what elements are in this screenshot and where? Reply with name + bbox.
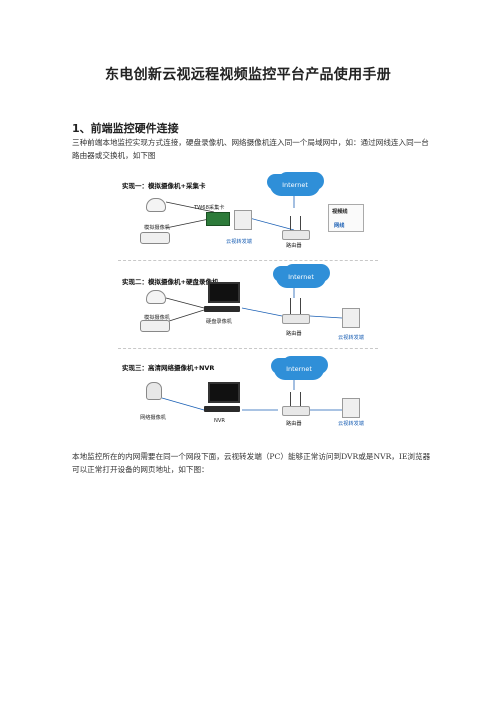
diagram-panel-1: 实现一：模拟摄像机+采集卡 Internet TW68采集卡 模拟摄像机 云视转… <box>118 172 378 252</box>
monitor-icon <box>208 282 240 303</box>
panel-divider <box>118 348 378 349</box>
router-antenna-icon <box>290 298 291 314</box>
camera-label: 模拟摄像机 <box>144 225 170 231</box>
bullet-camera-icon <box>140 232 170 244</box>
internet-cloud-icon: Internet <box>276 266 326 288</box>
section-heading: 1、前端监控硬件连接 <box>72 122 179 135</box>
router-label: 路由器 <box>286 421 302 427</box>
legend-video-label: 视频线 <box>332 209 348 215</box>
router-label: 路由器 <box>286 331 302 337</box>
panel-title: 实现一：模拟摄像机+采集卡 <box>122 182 206 190</box>
nvr-icon <box>204 406 240 412</box>
dome-camera-icon <box>146 290 166 304</box>
internet-cloud-icon: Internet <box>274 358 324 380</box>
followup-paragraph: 本地监控所在的内网需要在同一个网段下面，云视转发端（PC）能够正常访问到DVR或… <box>72 452 431 474</box>
ptz-camera-icon <box>146 382 162 400</box>
panel-title: 实现二：模拟摄像机+硬盘录像机 <box>122 278 219 286</box>
pc-forwarder-icon <box>342 398 360 418</box>
forwarder-label: 云视转发端 <box>338 421 364 427</box>
legend-box <box>328 204 364 232</box>
panel-title: 实现三：高清网络摄像机+NVR <box>122 364 215 372</box>
capture-card-label: TW68采集卡 <box>194 205 225 211</box>
connection-diagram: 实现一：模拟摄像机+采集卡 Internet TW68采集卡 模拟摄像机 云视转… <box>118 172 378 450</box>
recorder-label: 硬盘录像机 <box>206 319 232 325</box>
camera-label: 网络摄像机 <box>140 415 166 421</box>
router-icon <box>282 314 310 324</box>
forwarder-label: 云视转发端 <box>338 335 364 341</box>
forwarder-label: 云视转发端 <box>226 239 252 245</box>
monitor-icon <box>208 382 240 403</box>
camera-label: 模拟摄像机 <box>144 315 170 321</box>
panel-divider <box>118 260 378 261</box>
diagram-panel-2: 实现二：模拟摄像机+硬盘录像机 Internet 模拟摄像机 硬盘录像机 路由器… <box>118 266 378 348</box>
router-icon <box>282 230 310 240</box>
document-title: 东电创新云视远程视频监控平台产品使用手册 <box>105 67 391 83</box>
router-label: 路由器 <box>286 243 302 249</box>
router-antenna-icon <box>290 392 291 408</box>
router-icon <box>282 406 310 416</box>
pc-forwarder-icon <box>234 210 252 230</box>
legend-network-label: 网线 <box>334 223 345 229</box>
dome-camera-icon <box>146 198 166 212</box>
intro-paragraph: 三种前端本地监控实现方式连接，硬盘录像机、网络摄像机连入同一个局域网中，如：通过… <box>72 138 429 160</box>
diagram-panel-3: 实现三：高清网络摄像机+NVR Internet 网络摄像机 NVR 路由器 云… <box>118 354 378 434</box>
router-antenna-icon <box>300 392 301 408</box>
dvr-icon <box>204 306 240 312</box>
pc-forwarder-icon <box>342 308 360 328</box>
router-antenna-icon <box>290 216 291 232</box>
internet-cloud-icon: Internet <box>270 174 320 196</box>
router-antenna-icon <box>300 298 301 314</box>
router-antenna-icon <box>300 216 301 232</box>
recorder-label: NVR <box>214 418 226 424</box>
capture-card-icon <box>206 212 230 226</box>
bullet-camera-icon <box>140 320 170 332</box>
